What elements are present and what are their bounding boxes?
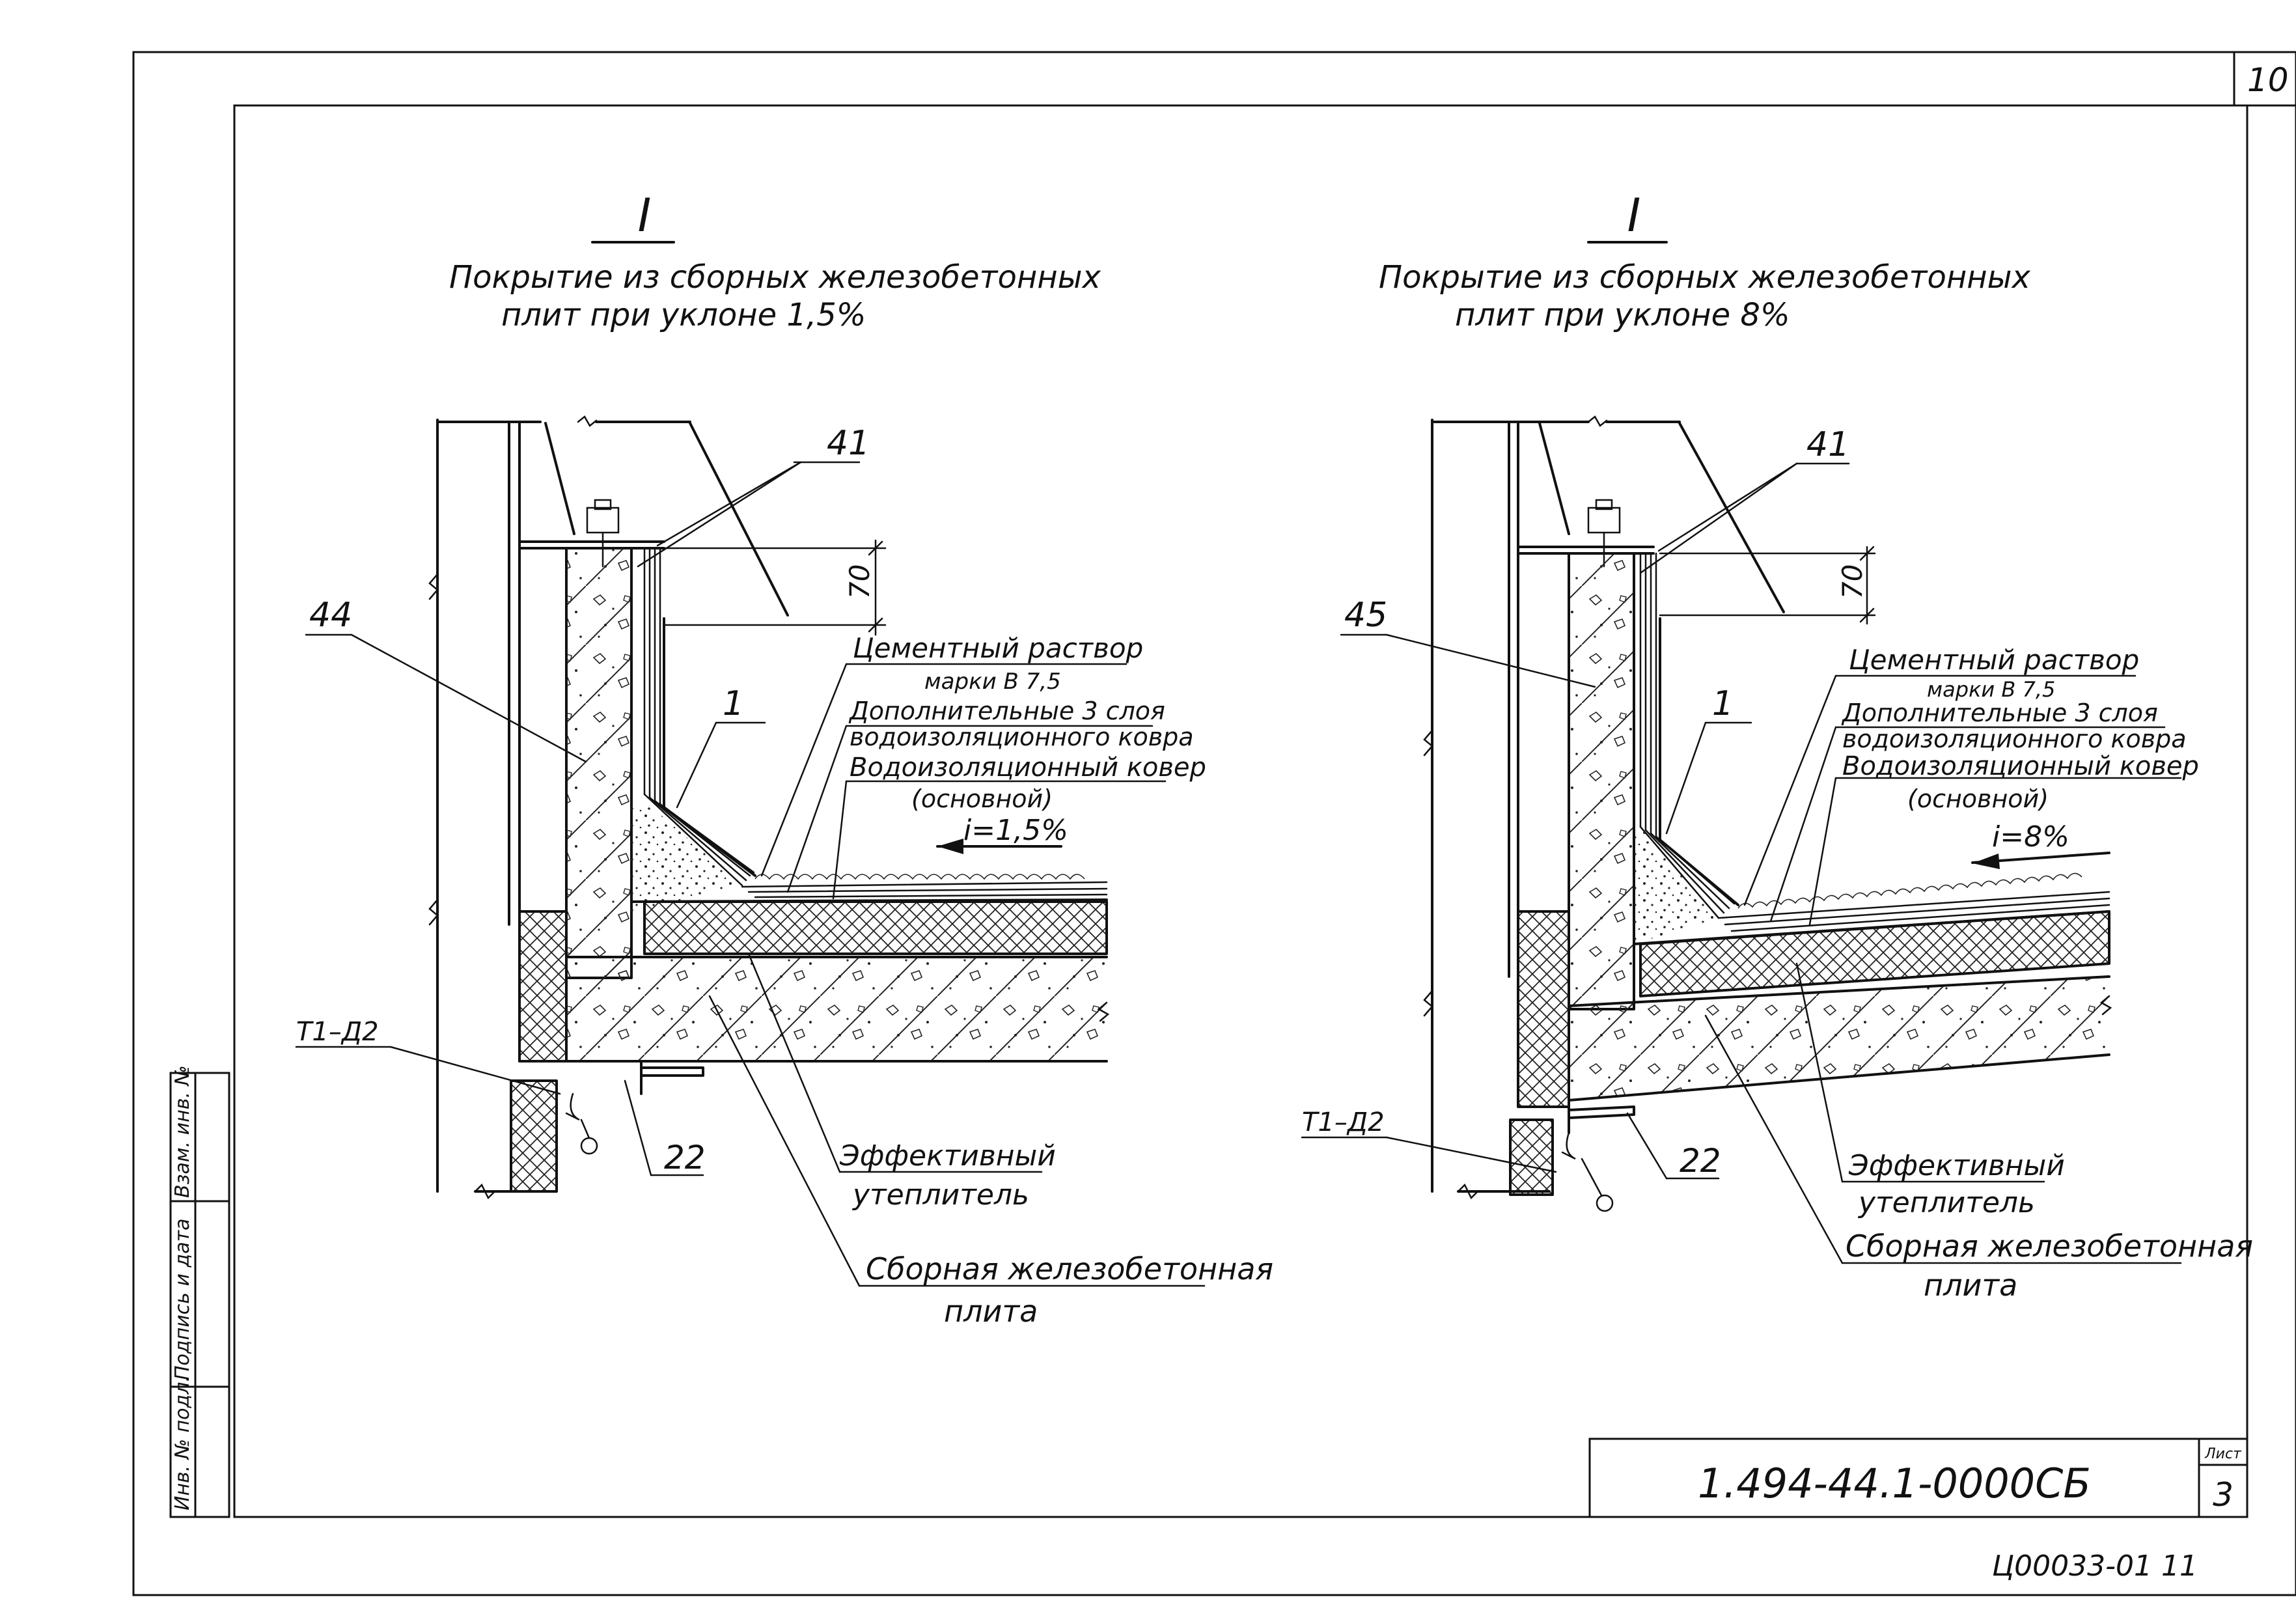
- detail-left-wall-mark: 44: [309, 596, 352, 635]
- stamp-sheet-number: 3: [2213, 1476, 2234, 1514]
- detail-left-insulation-line1: Эффективный: [839, 1139, 1056, 1173]
- detail-right-wall-mark: 45: [1344, 596, 1387, 635]
- margin-label-signature-date: Подпись и дата: [171, 1219, 194, 1381]
- margin-label-inv-podl: Инв. № подл.: [171, 1376, 194, 1510]
- detail-left: I Покрытие из сборных железобетонных пли…: [295, 189, 1273, 1329]
- detail-right-dimension: 70: [1836, 564, 1868, 599]
- detail-right-slab-line2: плита: [1924, 1268, 2017, 1303]
- detail-left-slope: i=1,5%: [963, 814, 1068, 847]
- archive-code: Ц00033-01 11: [1992, 1549, 2198, 1583]
- detail-right-main-carpet-line1: Водоизоляционный ковер: [1842, 751, 2199, 781]
- detail-right-slope-mark: 1: [1712, 684, 1734, 723]
- margin-label-replace-inv: Взам. инв. №: [171, 1065, 194, 1198]
- detail-left-flashing-mark: 41: [827, 424, 870, 463]
- detail-left-dimension: 70: [844, 564, 876, 599]
- stamp-sheet-label: Лист: [2204, 1446, 2242, 1462]
- detail-left-mortar-line2: марки В 7,5: [924, 669, 1061, 695]
- detail-right-bracket-mark: 22: [1680, 1142, 1721, 1180]
- detail-right-mortar-line1: Цементный раствор: [1849, 644, 2139, 676]
- corner-sheet-number: 10: [2247, 61, 2289, 99]
- detail-left-slab-line1: Сборная железобетонная: [866, 1251, 1273, 1286]
- detail-left-node-ref: Т1–Д2: [296, 1017, 379, 1047]
- detail-left-roman: I: [638, 189, 652, 242]
- detail-right-roman: I: [1627, 189, 1641, 242]
- detail-right-flashing-mark: 41: [1806, 425, 1849, 464]
- stamp-code: 1.494-44.1-0000СБ: [1698, 1460, 2091, 1507]
- detail-left-slope-mark: 1: [723, 684, 744, 723]
- detail-left-main-carpet-line2: (основной): [911, 785, 1053, 813]
- sheet-frame: [132, 51, 2296, 1596]
- title-block: [1588, 1438, 2248, 1518]
- detail-left-main-carpet-line1: Водоизоляционный ковер: [850, 753, 1206, 783]
- detail-right-insulation-line2: утеплитель: [1857, 1186, 2035, 1219]
- detail-right: I Покрытие из сборных железобетонных пли…: [1301, 189, 2253, 1303]
- detail-right-title-line2: плит при уклоне 8%: [1455, 297, 1790, 333]
- detail-left-extra-layers-line1: Дополнительные 3 слоя: [848, 697, 1165, 725]
- detail-right-main-carpet-line2: (основной): [1907, 785, 2049, 813]
- detail-right-title-line1: Покрытие из сборных железобетонных: [1379, 259, 2031, 296]
- detail-left-title-line2: плит при уклоне 1,5%: [501, 297, 866, 333]
- detail-left-extra-layers-line2: водоизоляционного ковра: [850, 723, 1194, 751]
- detail-left-mortar-line1: Цементный раствор: [853, 632, 1143, 664]
- detail-right-extra-layers-line2: водоизоляционного ковра: [1842, 725, 2187, 753]
- detail-left-slab-line2: плита: [944, 1294, 1038, 1329]
- detail-right-mortar-line2: марки В 7,5: [1927, 677, 2055, 702]
- detail-right-slope: i=8%: [1992, 820, 2069, 854]
- detail-left-bracket-mark: 22: [664, 1139, 706, 1176]
- detail-right-slab-line1: Сборная железобетонная: [1846, 1229, 2253, 1264]
- detail-right-insulation-line1: Эффективный: [1848, 1149, 2065, 1182]
- detail-left-title-line1: Покрытие из сборных железобетонных: [449, 259, 1101, 296]
- detail-right-extra-layers-line1: Дополнительные 3 слоя: [1841, 699, 2158, 727]
- margin-strip: [169, 1072, 230, 1518]
- detail-right-node-ref: Т1–Д2: [1302, 1107, 1385, 1137]
- detail-left-insulation-line2: утеплитель: [851, 1178, 1029, 1212]
